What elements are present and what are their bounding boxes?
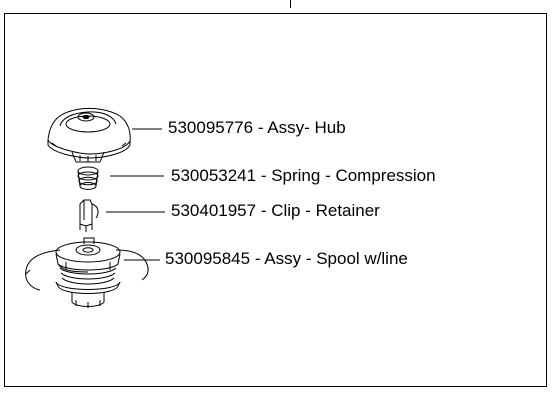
clip-icon: [79, 199, 99, 232]
hub-icon: [47, 107, 131, 163]
spool-icon: [25, 237, 149, 308]
spring-icon: [77, 166, 99, 190]
top-divider-tick: [290, 0, 291, 8]
diagram-frame: [4, 13, 547, 387]
part-label-hub: 530095776 - Assy- Hub: [168, 118, 346, 137]
part-label-spool: 530095845 - Assy - Spool w/line: [165, 249, 408, 268]
part-label-clip: 530401957 - Clip - Retainer: [171, 201, 380, 220]
part-label-spring: 530053241 - Spring - Compression: [171, 166, 436, 185]
